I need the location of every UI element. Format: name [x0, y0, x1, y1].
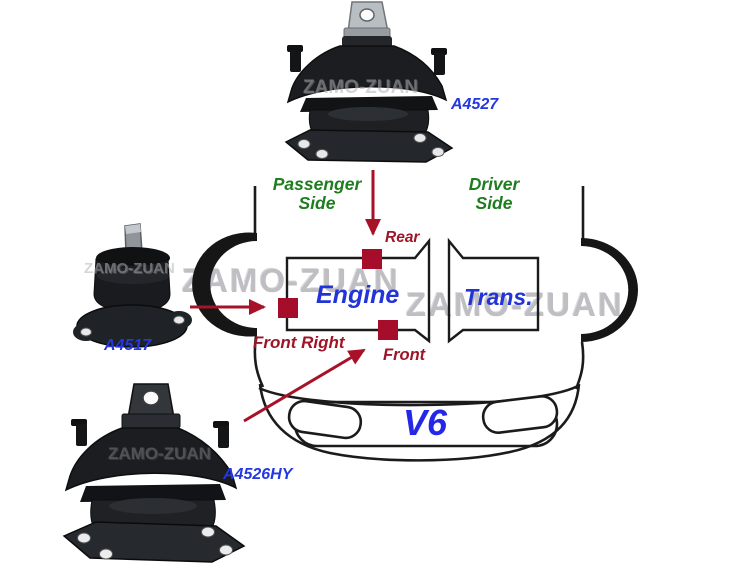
arrow-front-mount — [243, 348, 366, 423]
watermark-text: ZAMO-ZUAN — [406, 286, 624, 323]
mount-marker-front-right — [278, 298, 298, 318]
car-lower-left — [253, 335, 265, 388]
car-lower-right — [574, 341, 585, 390]
part-number-a4527: A4527 — [451, 96, 499, 113]
driver-side-label: Driver Side — [468, 174, 520, 213]
trans-label: Trans. — [464, 284, 533, 310]
engine-mount-photo-rear — [284, 1, 454, 163]
watermark-text: ZAMO-ZUAN — [182, 262, 400, 299]
watermark-text: ZAMO-ZUAN — [84, 260, 175, 277]
transmission-box — [447, 237, 540, 344]
engine-label: Engine — [316, 281, 400, 309]
headlight-left — [287, 399, 363, 440]
wheel-arch-right — [581, 238, 638, 342]
mount-marker-rear — [362, 249, 382, 269]
rear-position-label: Rear — [385, 229, 420, 246]
mount-marker-front — [378, 320, 398, 340]
engine-mount-photo-front — [62, 383, 246, 563]
wheel-arch-left — [192, 232, 257, 337]
watermark-text: ZAMO-ZUAN — [108, 444, 211, 463]
engine-mount-photo-front-right — [73, 223, 192, 348]
part-number-a4526hy: A4526HY — [223, 466, 293, 483]
part-number-a4517: A4517 — [104, 337, 152, 354]
v6-label: V6 — [403, 402, 448, 443]
front-position-label: Front — [383, 346, 426, 364]
passenger-side-label: Passenger Side — [272, 174, 362, 213]
headlight-right — [481, 395, 559, 434]
engine-box — [285, 237, 431, 344]
front-right-position-label: Front Right — [253, 333, 345, 352]
watermark-text: ZAMO-ZUAN — [303, 77, 419, 98]
